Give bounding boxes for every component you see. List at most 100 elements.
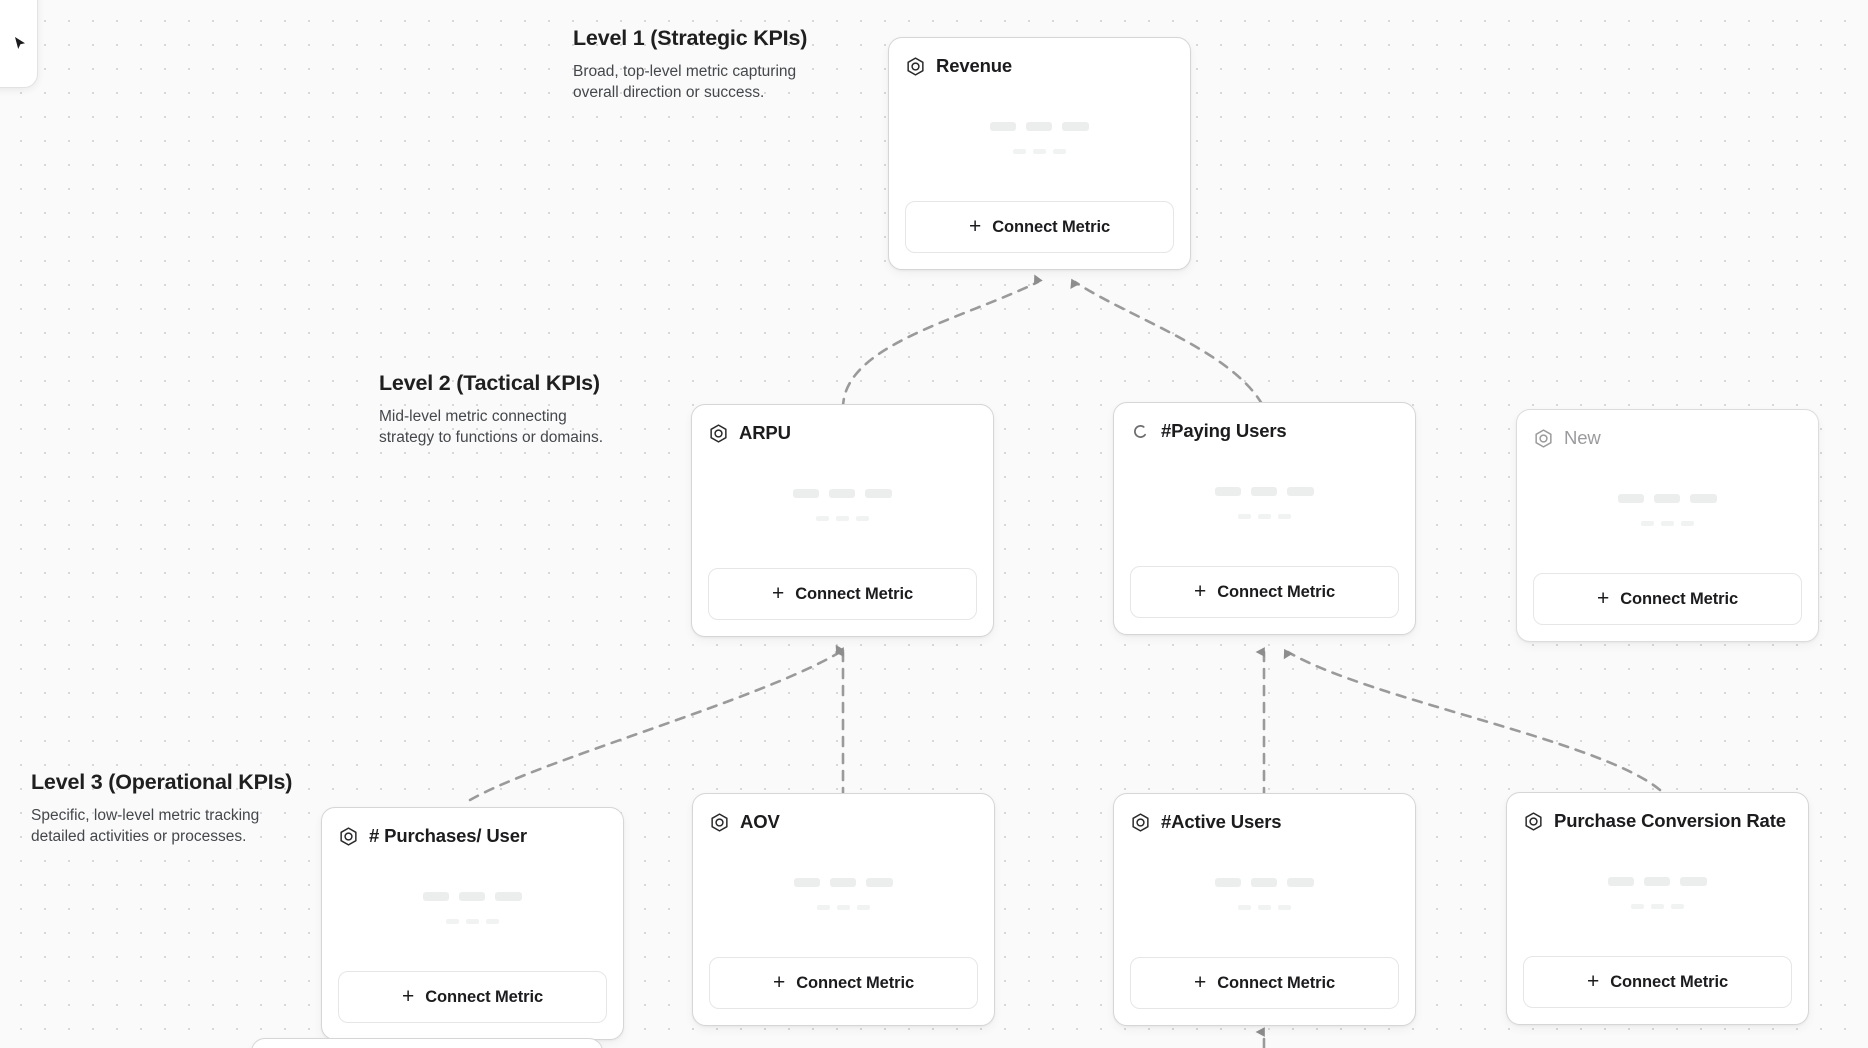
- skeleton-bar: [1631, 903, 1644, 909]
- card-skeleton-body: [1523, 835, 1792, 956]
- level-2-title: Level 2 (Tactical KPIs): [379, 371, 600, 395]
- edge-paying-users-to-revenue: [1070, 278, 1264, 406]
- skeleton-bar: [857, 904, 870, 910]
- level-3-label: Level 3 (Operational KPIs) Specific, low…: [31, 770, 293, 847]
- skeleton-row-primary: [423, 891, 522, 901]
- hexagon-metric-icon: [905, 56, 926, 77]
- card-title: # Purchases/ User: [369, 824, 527, 846]
- skeleton-bar: [1258, 904, 1271, 910]
- plus-icon: +: [1596, 586, 1610, 610]
- plus-icon: +: [968, 214, 982, 238]
- connect-metric-button[interactable]: + Connect Metric: [708, 568, 977, 620]
- metric-card-paying-users[interactable]: #Paying Users + Connect Metric: [1113, 402, 1416, 635]
- connect-metric-button[interactable]: + Connect Metric: [1130, 957, 1399, 1009]
- plus-icon: +: [1586, 969, 1600, 993]
- card-header: #Active Users: [1130, 808, 1399, 836]
- connect-metric-label: Connect Metric: [796, 973, 915, 992]
- skeleton-bar: [816, 515, 829, 521]
- card-header: #Paying Users: [1130, 417, 1399, 445]
- skeleton-bar: [794, 877, 820, 887]
- plus-icon: +: [772, 970, 786, 994]
- skeleton-bar: [1641, 520, 1654, 526]
- edge-conversion-to-paying-users: [1283, 648, 1662, 792]
- skeleton-bar: [1062, 121, 1089, 131]
- skeleton-bar: [1026, 121, 1052, 131]
- skeleton-bar: [1278, 513, 1291, 519]
- plus-icon: +: [1193, 579, 1207, 603]
- skeleton-bar: [1053, 148, 1066, 154]
- skeleton-bar: [495, 891, 522, 901]
- card-title: #Paying Users: [1161, 419, 1287, 441]
- skeleton-row-secondary: [817, 904, 870, 910]
- connect-metric-label: Connect Metric: [425, 987, 544, 1006]
- card-title: ARPU: [739, 421, 791, 443]
- edge-purchases-to-arpu: [468, 644, 845, 802]
- skeleton-bar: [856, 515, 869, 521]
- connect-metric-button[interactable]: + Connect Metric: [1130, 566, 1399, 618]
- card-header: AOV: [709, 808, 978, 836]
- plus-icon: +: [401, 984, 415, 1008]
- metric-card-new[interactable]: New + Connect Metric: [1516, 409, 1819, 642]
- skeleton-row-primary: [794, 877, 893, 887]
- hexagon-metric-icon: [1533, 428, 1554, 449]
- cursor-arrow-icon[interactable]: [13, 36, 29, 52]
- skeleton-row-primary: [1215, 877, 1314, 887]
- skeleton-bar: [459, 891, 485, 901]
- metric-card-purchases-per-user[interactable]: # Purchases/ User + Connect Metric: [321, 807, 624, 1040]
- level-3-description: Specific, low-level metric tracking deta…: [31, 807, 260, 846]
- hexagon-metric-icon: [1523, 811, 1544, 832]
- level-3-title: Level 3 (Operational KPIs): [31, 770, 293, 794]
- skeleton-bar: [486, 918, 499, 924]
- card-skeleton-body: [1533, 452, 1802, 573]
- card-header: ARPU: [708, 419, 977, 447]
- card-title: Revenue: [936, 54, 1013, 76]
- skeleton-row-secondary: [1013, 148, 1066, 154]
- metric-card-arpu[interactable]: ARPU + Connect Metric: [691, 404, 994, 637]
- skeleton-bar: [830, 877, 856, 887]
- hexagon-metric-icon: [709, 812, 730, 833]
- metric-card-offscreen-bottom[interactable]: [251, 1038, 603, 1048]
- connect-metric-button[interactable]: + Connect Metric: [338, 971, 607, 1023]
- connect-metric-button[interactable]: + Connect Metric: [1523, 956, 1792, 1008]
- edge-arpu-to-revenue: [841, 274, 1043, 410]
- level-1-label: Level 1 (Strategic KPIs) Broad, top-leve…: [573, 26, 823, 103]
- skeleton-bar: [1287, 877, 1314, 887]
- level-1-description: Broad, top-level metric capturing overal…: [573, 63, 797, 102]
- connect-metric-button[interactable]: + Connect Metric: [905, 201, 1174, 253]
- skeleton-bar: [1258, 513, 1271, 519]
- skeleton-bar: [793, 488, 819, 498]
- skeleton-bar: [1013, 148, 1026, 154]
- hexagon-metric-icon: [1130, 812, 1151, 833]
- skeleton-row-primary: [990, 121, 1089, 131]
- connect-metric-button[interactable]: + Connect Metric: [709, 957, 978, 1009]
- skeleton-bar: [1238, 513, 1251, 519]
- floating-tool-panel[interactable]: [0, 0, 38, 88]
- skeleton-bar: [865, 488, 892, 498]
- skeleton-bar: [1681, 520, 1694, 526]
- skeleton-bar: [1278, 904, 1291, 910]
- loading-spinner-icon: [1130, 421, 1151, 442]
- level-1-title: Level 1 (Strategic KPIs): [573, 26, 808, 50]
- card-skeleton-body: [905, 80, 1174, 201]
- card-header: Revenue: [905, 52, 1174, 80]
- connect-metric-button[interactable]: + Connect Metric: [1533, 573, 1802, 625]
- skeleton-bar: [1661, 520, 1674, 526]
- skeleton-row-primary: [793, 488, 892, 498]
- metric-card-revenue[interactable]: Revenue + Connect Metric: [888, 37, 1191, 270]
- skeleton-bar: [1690, 493, 1717, 503]
- metric-card-purchase-conversion-rate[interactable]: Purchase Conversion Rate + Connect Metri…: [1506, 792, 1809, 1025]
- skeleton-bar: [1618, 493, 1644, 503]
- card-skeleton-body: [709, 836, 978, 957]
- connect-metric-label: Connect Metric: [795, 584, 914, 603]
- connect-metric-label: Connect Metric: [1217, 973, 1336, 992]
- skeleton-bar: [1651, 903, 1664, 909]
- connect-metric-label: Connect Metric: [1610, 972, 1729, 991]
- card-title: AOV: [740, 810, 780, 832]
- skeleton-bar: [1251, 877, 1277, 887]
- card-skeleton-body: [1130, 445, 1399, 566]
- card-title: New: [1564, 426, 1601, 448]
- hexagon-metric-icon: [338, 826, 359, 847]
- metric-card-active-users[interactable]: #Active Users + Connect Metric: [1113, 793, 1416, 1026]
- metric-card-aov[interactable]: AOV + Connect Metric: [692, 793, 995, 1026]
